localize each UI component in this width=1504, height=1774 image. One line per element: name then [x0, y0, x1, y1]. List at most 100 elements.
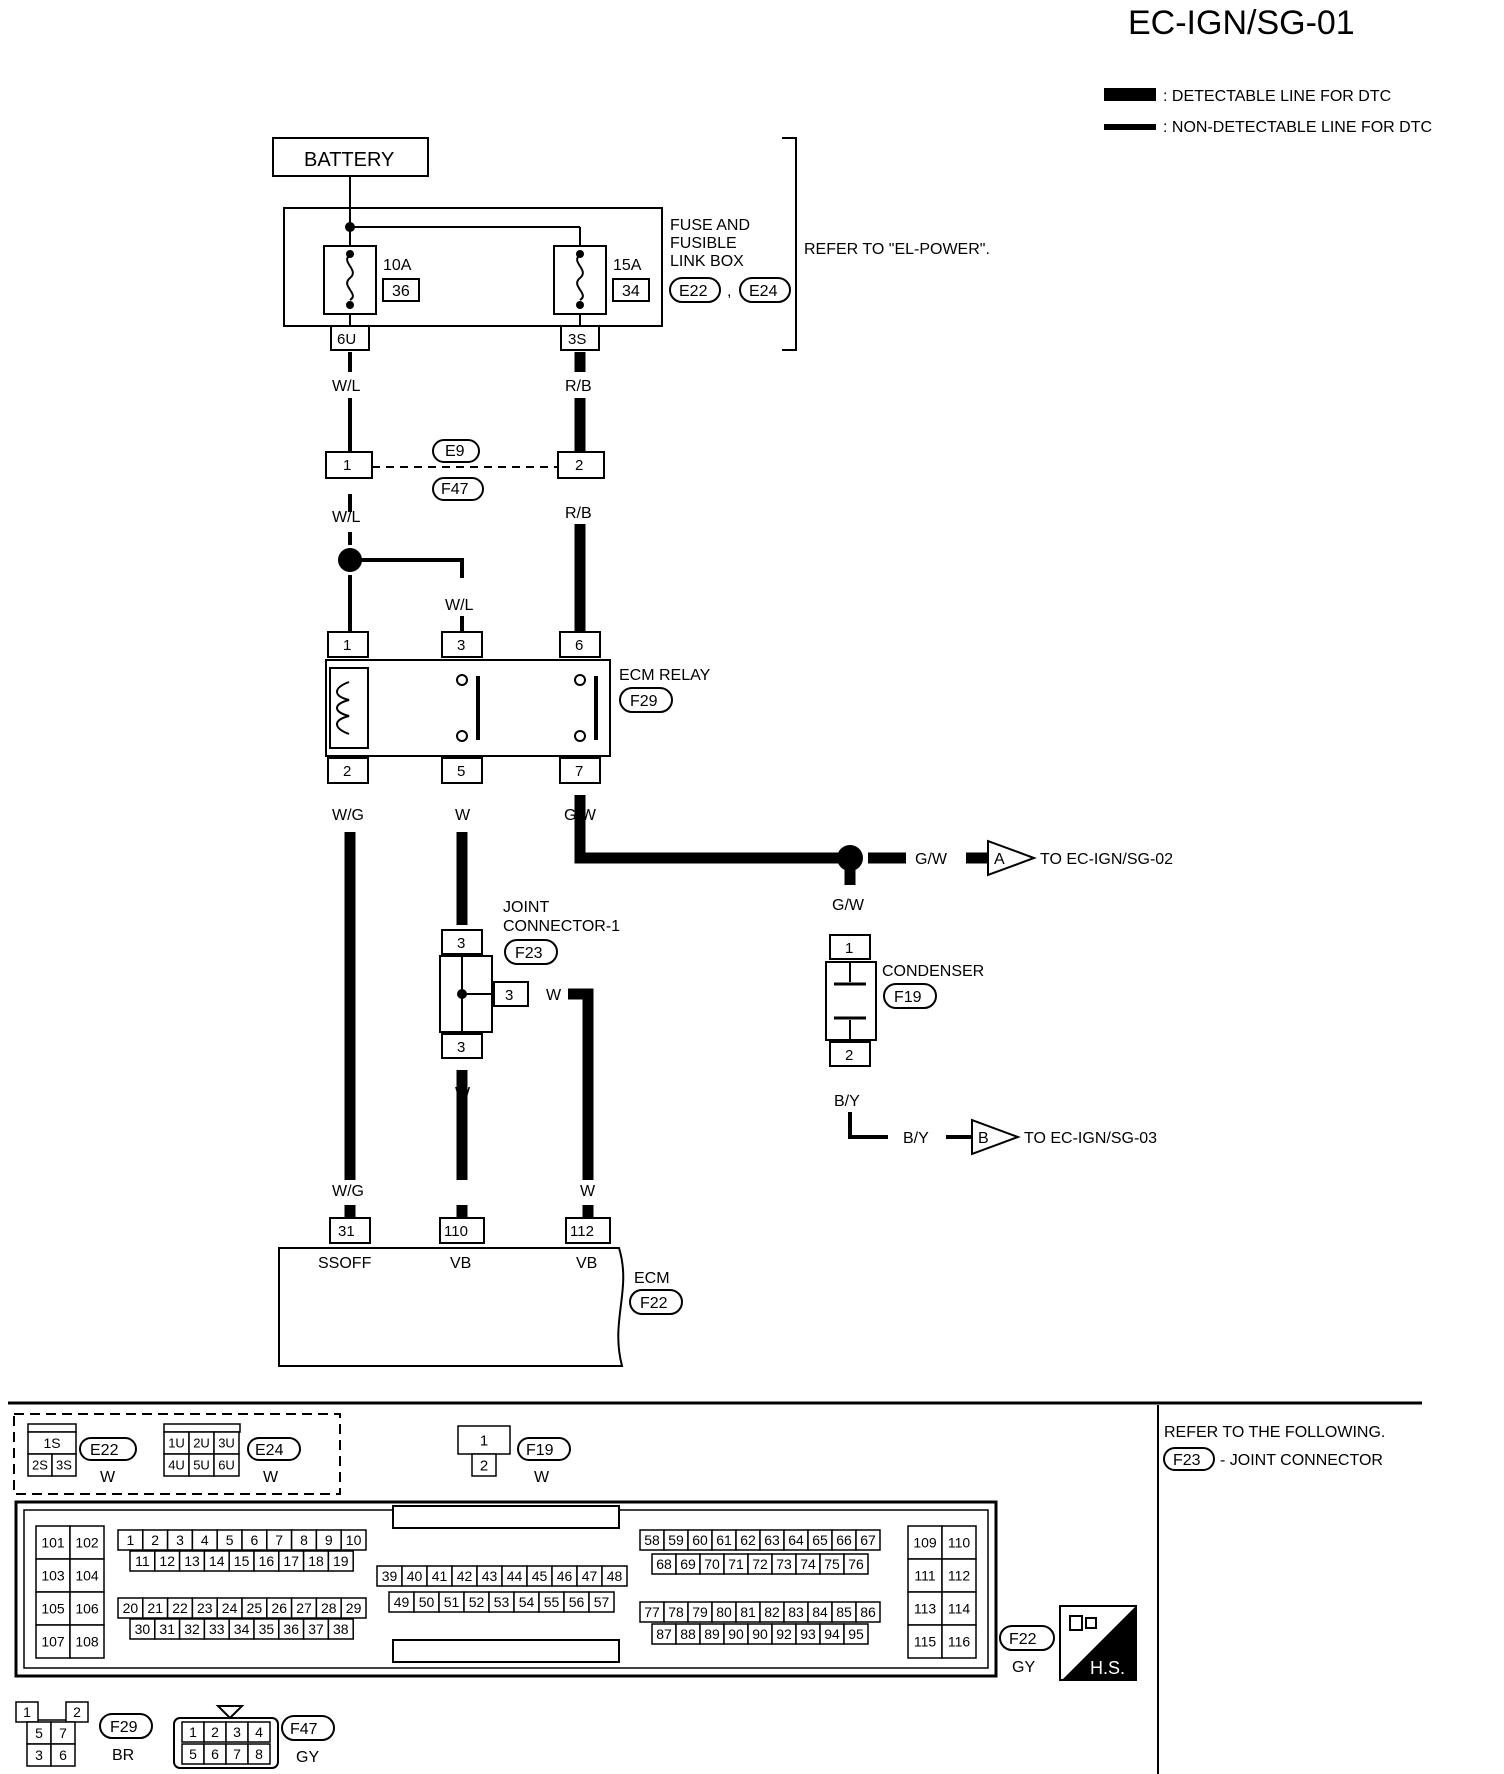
condenser-pin-1: 1	[845, 940, 853, 957]
refer-note-text: - JOINT CONNECTOR	[1220, 1452, 1383, 1469]
page-title: EC-IGN/SG-01	[1128, 4, 1355, 42]
f22-pin-45-6-1566: 45	[532, 1568, 548, 1584]
f22-pin-71-3-1554: 71	[728, 1556, 744, 1572]
f22-pin-46-7-1566: 46	[557, 1568, 573, 1584]
f22-pin-108: 108	[75, 1634, 99, 1650]
inline-pin-2: 2	[575, 457, 583, 474]
fuse-15a-amp: 15A	[613, 257, 642, 274]
refer-el-power: REFER TO "EL-POWER".	[804, 241, 990, 258]
fuse-box-conn-e22: E22	[679, 283, 708, 300]
inline-connector: 1 2 E9 F47	[325, 439, 605, 501]
ecm-body	[278, 1247, 625, 1367]
f29-pin-3: 3	[35, 1747, 43, 1763]
conn-view-f47-label: F47	[290, 1721, 318, 1738]
f22-pin-15-4-1551: 15	[234, 1553, 250, 1569]
ecm-label: ECM	[634, 1270, 670, 1287]
f22-pin-19-8-1551: 19	[333, 1553, 349, 1569]
f22-pin-5-4-1530: 5	[226, 1532, 234, 1548]
f22-pin-13-2-1551: 13	[184, 1553, 200, 1569]
wl-splice-junction	[338, 548, 362, 572]
conn-view-f19-color: W	[534, 1469, 550, 1486]
f47-key-icon	[215, 1705, 245, 1720]
f22-pin-111: 111	[914, 1568, 935, 1584]
f22-pin-58-0-1530: 58	[644, 1532, 660, 1548]
f47-pin-7: 7	[233, 1746, 241, 1762]
f22-pin-69-1-1554: 69	[680, 1556, 696, 1572]
hs-badge-text: H.S.	[1090, 1658, 1125, 1678]
f22-pin-60-2-1530: 60	[692, 1532, 708, 1548]
ecm-relay: 1 3 6 2 5 7 ECM RELAY F29	[325, 631, 711, 784]
fuse-box-terminal-6u: 6U	[337, 331, 356, 348]
f22-pin-85-8-1602: 85	[836, 1604, 852, 1620]
f22-pin-1-0-1530: 1	[127, 1532, 135, 1548]
f47-pin-8: 8	[255, 1746, 263, 1762]
f22-top-key	[392, 1505, 620, 1529]
f22-pin-68-0-1554: 68	[656, 1556, 672, 1572]
wire-label-wl-3: W/L	[445, 597, 474, 614]
f22-pin-65-7-1530: 65	[812, 1532, 828, 1548]
f22-pin-63-5-1530: 63	[764, 1532, 780, 1548]
f22-pin-76-8-1554: 76	[848, 1556, 864, 1572]
f29-pin-1: 1	[23, 1704, 31, 1720]
f29-pin-6: 6	[59, 1747, 67, 1763]
f22-pin-106: 106	[75, 1601, 99, 1617]
wire-label-by-2: B/Y	[903, 1130, 929, 1147]
f22-pin-56-7-1592: 56	[569, 1594, 585, 1610]
f22-pin-57-8-1592: 57	[594, 1594, 610, 1610]
wire-label-wl-2: W/L	[332, 509, 361, 526]
f22-pin-73-5-1554: 73	[776, 1556, 792, 1572]
f22-pin-59-1-1530: 59	[668, 1532, 684, 1548]
connector-view-f19: 12	[457, 1425, 511, 1477]
f22-pin-90-4-1624: 90	[752, 1626, 768, 1642]
wire-label-w-1: W	[455, 807, 471, 824]
joint-pin-side: 3	[505, 987, 513, 1004]
relay-pin-1: 1	[343, 637, 351, 654]
f22-pin-11-0-1551: 11	[135, 1553, 150, 1569]
f22-pin-30-0-1619: 30	[135, 1621, 151, 1637]
relay-coil-symbol	[336, 681, 350, 735]
f22-pin-6-5-1530: 6	[251, 1532, 259, 1548]
f22-pin-110: 110	[948, 1535, 971, 1551]
fuse-10a-amp: 10A	[383, 257, 412, 274]
f22-pin-42-3-1566: 42	[457, 1568, 473, 1584]
f22-pin-64-6-1530: 64	[788, 1532, 804, 1548]
f22-pin-10-9-1530: 10	[346, 1532, 362, 1548]
w-wire-3	[568, 988, 594, 1180]
f22-pin-24-4-1598: 24	[222, 1600, 238, 1616]
legend: : DETECTABLE LINE FOR DTC : NON-DETECTAB…	[1104, 88, 1432, 136]
f22-pin-32-2-1619: 32	[184, 1621, 200, 1637]
f47-pin-2: 2	[211, 1724, 219, 1740]
hs-connector-icon	[1069, 1615, 1097, 1631]
e24-pin-1U: 1U	[168, 1436, 185, 1451]
f22-pin-47-8-1566: 47	[582, 1568, 598, 1584]
conn-view-f19-label: F19	[526, 1442, 554, 1459]
wire-label-rb-2: R/B	[565, 505, 592, 522]
f22-pin-44-5-1566: 44	[507, 1568, 523, 1584]
e24-pin-4U: 4U	[168, 1458, 185, 1473]
f22-bottom-key	[392, 1639, 620, 1663]
e22-pin-2S: 2S	[32, 1458, 48, 1473]
f22-pin-16-5-1551: 16	[259, 1553, 275, 1569]
f22-pin-50-1-1592: 50	[419, 1594, 435, 1610]
f22-pin-95-8-1624: 95	[848, 1626, 864, 1642]
offpage-connector-b[interactable]: B TO EC-IGN/SG-03	[971, 1118, 1157, 1156]
e24-pin-6U: 6U	[218, 1458, 235, 1473]
f22-pin-53-4-1592: 53	[494, 1594, 510, 1610]
conn-view-e22-color: W	[100, 1469, 116, 1486]
f22-pin-51-2-1592: 51	[444, 1594, 460, 1610]
offpage-connector-a[interactable]: A TO EC-IGN/SG-02	[987, 839, 1173, 877]
ecm-pin-110: 110	[444, 1223, 468, 1240]
f22-pin-102: 102	[75, 1535, 99, 1551]
wire-label-wg-1: W/G	[332, 807, 364, 824]
conn-view-f22-color: GY	[1012, 1659, 1035, 1676]
f22-pin-25-5-1598: 25	[247, 1600, 263, 1616]
f22-pin-75-7-1554: 75	[824, 1556, 840, 1572]
ecm-pin-31: 31	[338, 1223, 355, 1240]
f22-pin-103: 103	[41, 1568, 65, 1584]
f22-pin-105: 105	[41, 1601, 65, 1617]
f22-pin-3-2-1530: 3	[176, 1532, 184, 1548]
conn-view-f22-label: F22	[1009, 1631, 1037, 1648]
f22-pin-104: 104	[75, 1568, 99, 1584]
fuse-box-terminal-3s: 3S	[568, 331, 586, 348]
